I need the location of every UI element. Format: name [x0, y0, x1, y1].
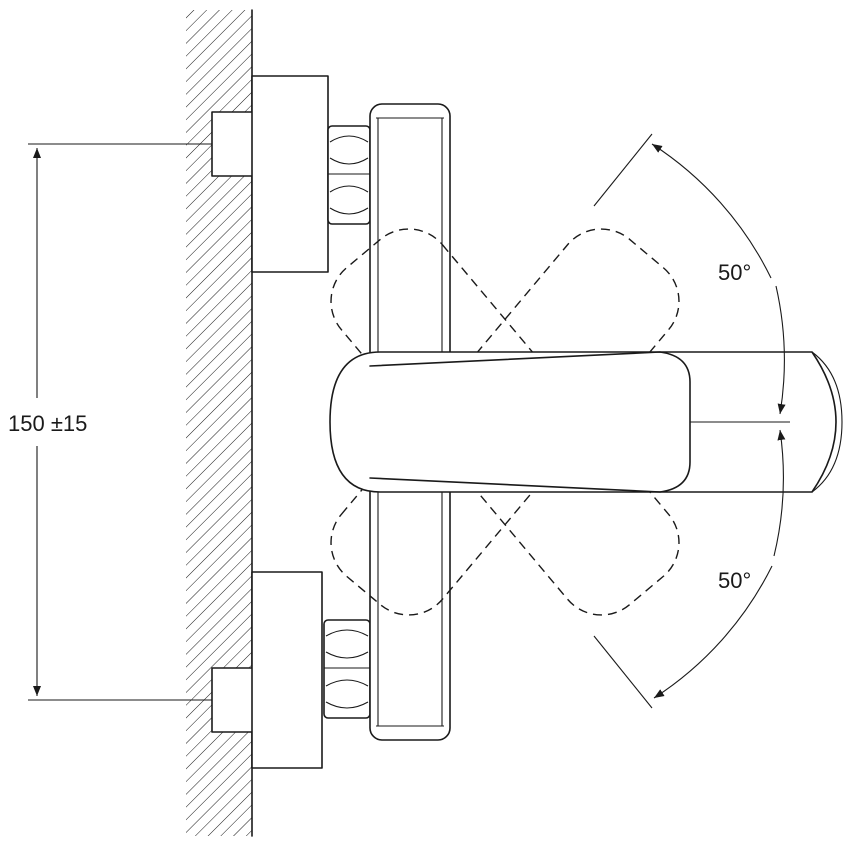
- upper-wall-connection: [211, 75, 371, 273]
- spacing-dimension: [28, 143, 212, 701]
- lever-handle: [329, 351, 843, 493]
- angle-lower-label: 50°: [718, 568, 751, 593]
- spacing-label: 150 ±15: [8, 411, 87, 436]
- angle-dimension: [593, 133, 786, 709]
- lower-wall-connection: [211, 571, 371, 769]
- angle-upper-label: 50°: [718, 260, 751, 285]
